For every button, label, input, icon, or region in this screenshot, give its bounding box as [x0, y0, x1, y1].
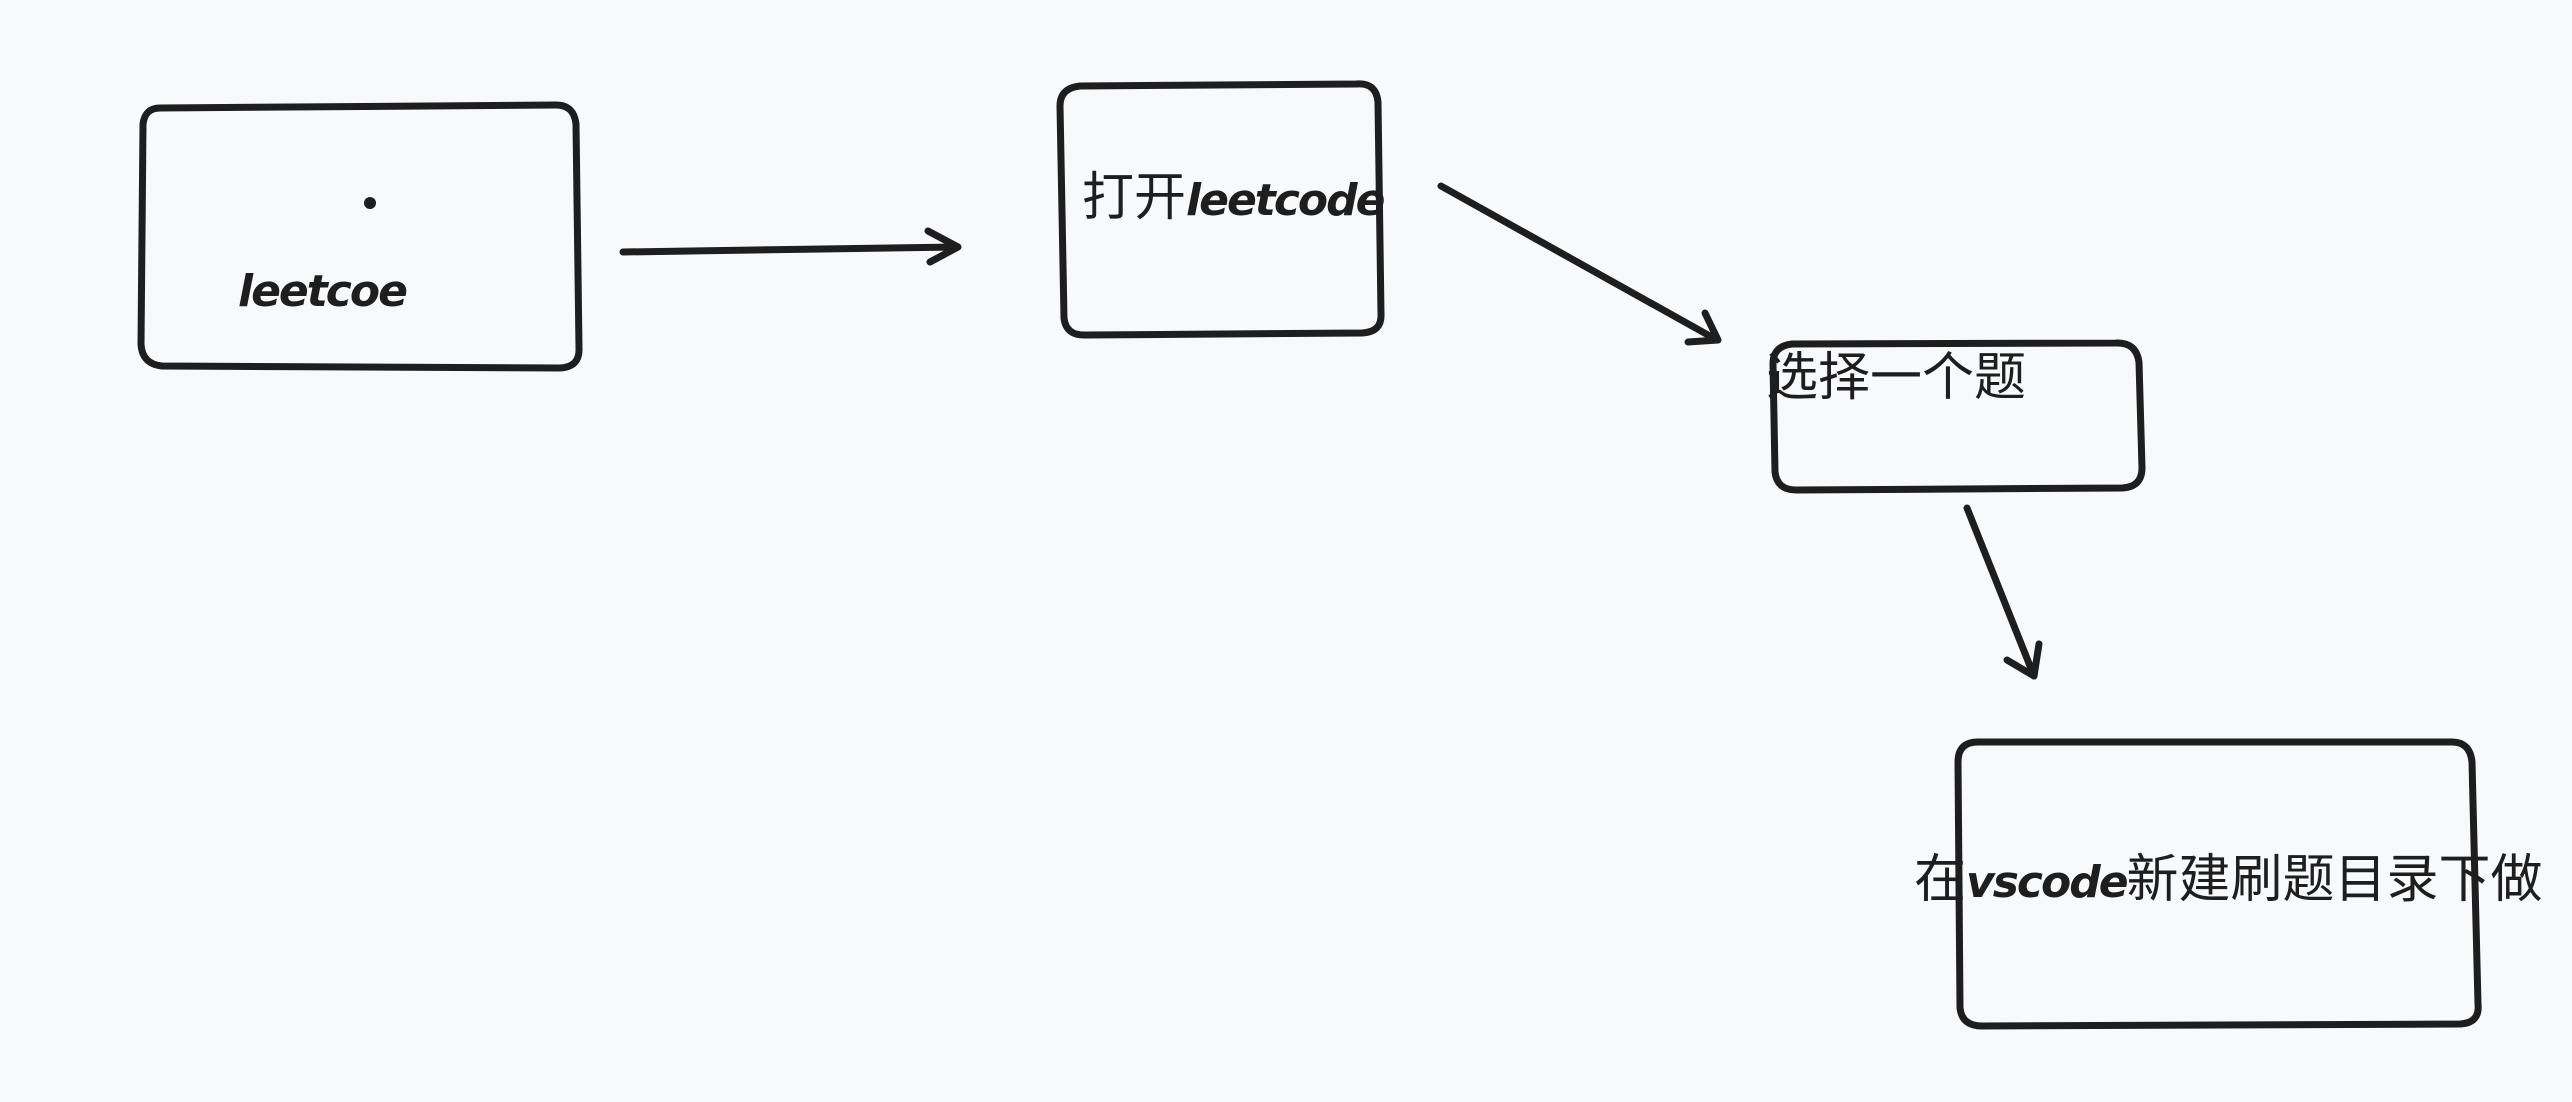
node-2-label: 打开leetcode [1082, 172, 1385, 226]
node-4-label-suffix: 新建刷题目录下做 [2126, 850, 2543, 910]
dot-mark [364, 197, 376, 209]
node-4-label-prefix: 在 [1914, 850, 1967, 910]
node-2-label-cjk: 打开 [1082, 168, 1187, 228]
node-3-label: 选择一个题 [1766, 348, 2027, 408]
edge-3-4-arrowhead [2003, 640, 2043, 680]
node-4-label-latin: vscode [1966, 857, 2129, 908]
node-1-box[interactable] [137, 101, 583, 372]
node-1-label: leetcoe [238, 266, 408, 317]
edge-2-3-line[interactable] [1437, 182, 1721, 344]
node-2-label-latin: leetcode [1186, 175, 1385, 226]
edge-1-2-arrowhead [924, 227, 962, 266]
node-4-box[interactable] [1954, 738, 2482, 1030]
node-2-box[interactable] [1056, 80, 1385, 339]
edge-1-2-line[interactable] [619, 243, 961, 256]
edge-2-3-arrowhead [1684, 309, 1722, 346]
node-3-box[interactable] [1769, 339, 2146, 494]
edge-3-4-line[interactable] [1963, 504, 2038, 680]
node-4-label: 在vscode新建刷题目录下做 [1914, 854, 2543, 906]
